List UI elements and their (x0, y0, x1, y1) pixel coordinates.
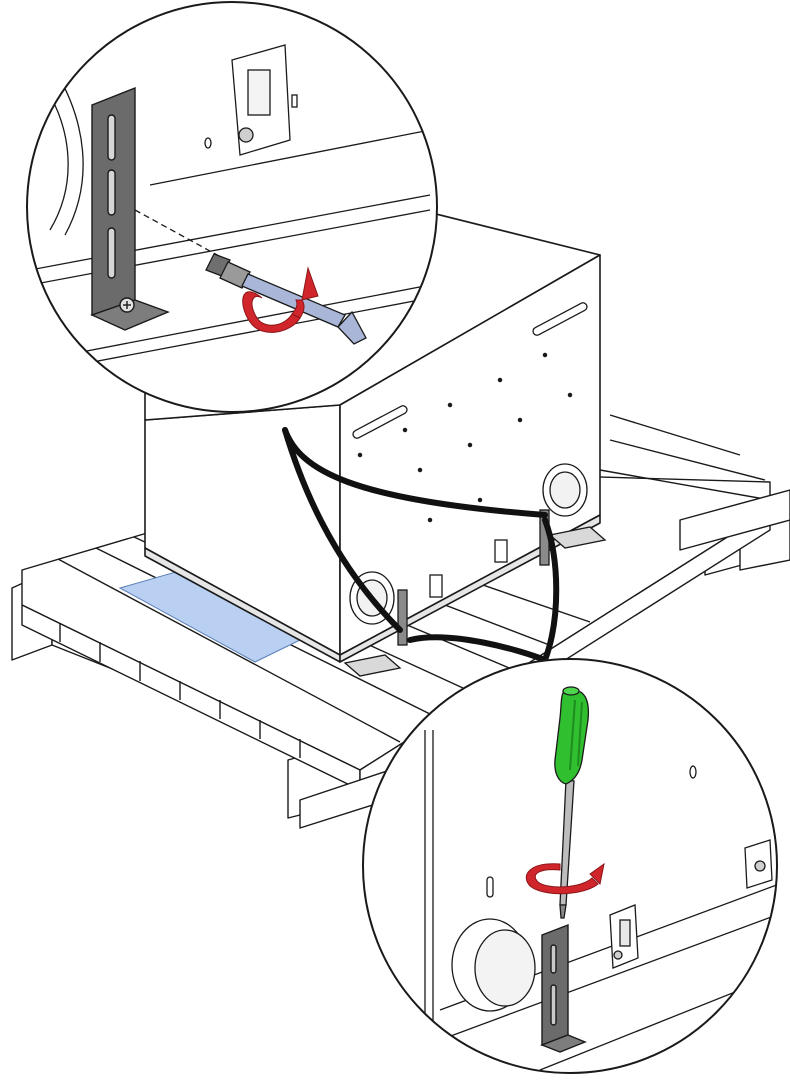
screwdriver-icon (554, 686, 590, 919)
top-detail-callout (26, 1, 438, 413)
l-bracket-icon (90, 86, 170, 331)
hex-key-icon (205, 253, 367, 345)
rotation-arrow-icon (242, 266, 319, 333)
bottom-detail-callout (362, 658, 778, 1074)
rotation-arrow-icon (525, 862, 605, 895)
callout-connectors (282, 427, 560, 663)
l-bracket-icon (540, 923, 587, 1053)
